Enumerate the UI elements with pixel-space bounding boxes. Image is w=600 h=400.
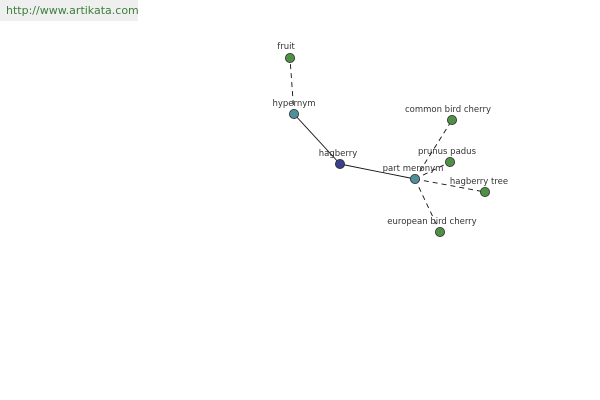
label-hypernym[interactable]: hypernym xyxy=(272,99,315,109)
graph-edges xyxy=(289,57,486,233)
site-url[interactable]: http://www.artikata.com xyxy=(0,0,139,21)
node-hypernym[interactable] xyxy=(288,109,299,120)
label-hagberry-tree[interactable]: hagberry tree xyxy=(450,177,508,187)
node-common-bird-cherry[interactable] xyxy=(446,115,457,126)
label-hagberry[interactable]: hagberry xyxy=(319,149,358,159)
edge-hypernym-fruit xyxy=(289,57,295,115)
label-common-bird-cherry[interactable]: common bird cherry xyxy=(405,105,491,115)
edge-part_meronym-european_bird_cherry xyxy=(414,178,441,233)
node-european-bird-cherry[interactable] xyxy=(434,226,445,237)
edge-part_meronym-hagberry_tree xyxy=(414,178,486,193)
edge-hagberry-hypernym xyxy=(293,113,341,165)
edge-part_meronym-common_bird_cherry xyxy=(414,119,453,180)
label-european-bird-cherry[interactable]: european bird cherry xyxy=(387,217,476,227)
edge-hagberry-part_meronym xyxy=(339,163,416,180)
node-part-meronym[interactable] xyxy=(409,173,420,184)
graph-labels: fruit hypernym hagberry part meronym common … xyxy=(272,42,508,227)
label-fruit[interactable]: fruit xyxy=(277,42,295,52)
node-hagberry[interactable] xyxy=(334,158,345,169)
node-fruit[interactable] xyxy=(284,53,295,64)
graph-nodes xyxy=(284,53,490,237)
node-hagberry-tree[interactable] xyxy=(479,186,490,197)
label-part-meronym[interactable]: part meronym xyxy=(383,164,444,174)
label-prunus-padus[interactable]: prunus padus xyxy=(418,147,477,157)
edge-part_meronym-prunus_padus xyxy=(414,161,451,180)
node-prunus-padus[interactable] xyxy=(444,156,455,167)
